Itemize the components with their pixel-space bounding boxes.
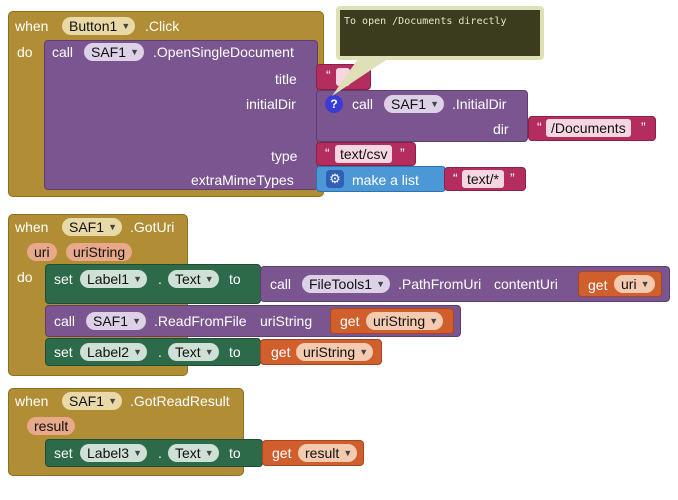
help-icon[interactable]: ? <box>325 95 343 113</box>
dropdown-arrow-icon: ▼ <box>376 279 386 289</box>
set-keyword: set <box>54 271 73 287</box>
mime-text-field[interactable]: text/* <box>462 170 504 188</box>
do-label: do <box>17 269 33 285</box>
gear-icon[interactable]: ⚙ <box>326 170 344 188</box>
dropdown-arrow-icon: ▼ <box>204 448 214 458</box>
dropdown-arrow-icon: ▼ <box>359 347 369 357</box>
comment-pointer <box>332 56 392 96</box>
do-label: do <box>17 44 33 60</box>
dropdown-arrow-icon: ▼ <box>108 222 118 232</box>
call-keyword: call <box>54 313 76 329</box>
get-keyword: get <box>272 445 292 461</box>
quote-open: “ <box>326 67 331 83</box>
method-name: .OpenSingleDocument <box>153 44 294 60</box>
component-dropdown[interactable]: SAF1▼ <box>384 95 445 113</box>
arg-label-type: type <box>271 148 298 164</box>
variable-dropdown[interactable]: uri▼ <box>614 275 655 293</box>
to-keyword: to <box>229 344 241 360</box>
method-name: .ReadFromFile <box>154 313 247 329</box>
component-dropdown[interactable]: SAF1▼ <box>86 312 147 330</box>
variable-dropdown[interactable]: result▼ <box>298 444 358 462</box>
quote-close: ” <box>400 145 405 161</box>
dot: . <box>158 445 162 461</box>
event-component-dropdown[interactable]: Button1▼ <box>62 17 136 35</box>
dropdown-arrow-icon: ▼ <box>429 316 439 326</box>
dropdown-arrow-icon: ▼ <box>133 347 143 357</box>
method-name: .PathFromUri <box>398 276 482 292</box>
quote-open: “ <box>537 119 542 135</box>
dropdown-arrow-icon: ▼ <box>108 396 118 406</box>
when-label: when <box>15 393 49 409</box>
event-name: .Click <box>145 18 180 34</box>
param-uri[interactable]: uri <box>27 243 57 261</box>
property-dropdown[interactable]: Text▼ <box>168 270 219 288</box>
get-keyword: get <box>271 344 291 360</box>
arg-label-initialdir: initialDir <box>246 96 296 112</box>
component-dropdown[interactable]: FileTools1▼ <box>302 275 391 293</box>
dropdown-arrow-icon: ▼ <box>343 448 353 458</box>
event-component-dropdown[interactable]: SAF1▼ <box>62 218 123 236</box>
call-keyword: call <box>270 276 292 292</box>
arg-label-contenturi: contentUri <box>494 276 558 292</box>
dropdown-arrow-icon: ▼ <box>130 47 140 57</box>
component-dropdown[interactable]: SAF1▼ <box>84 43 145 61</box>
call-keyword: call <box>352 96 374 112</box>
quote-open: “ <box>325 145 330 161</box>
variable-dropdown[interactable]: uriString▼ <box>296 343 374 361</box>
arg-label-title: title <box>275 71 297 87</box>
event-name: .GotReadResult <box>130 393 230 409</box>
get-keyword: get <box>588 277 608 293</box>
component-dropdown[interactable]: Label1▼ <box>80 270 148 288</box>
arg-label-extramimetypes: extraMimeTypes <box>191 172 294 188</box>
to-keyword: to <box>229 445 241 461</box>
arg-label-dir: dir <box>493 121 509 137</box>
event-name: .GotUri <box>130 219 175 235</box>
comment-text: To open /Documents directly <box>344 16 507 27</box>
dropdown-arrow-icon: ▼ <box>204 347 214 357</box>
quote-open: “ <box>453 170 458 186</box>
get-keyword: get <box>340 313 360 329</box>
dropdown-arrow-icon: ▼ <box>430 99 440 109</box>
arg-label-uristring: uriString <box>260 313 313 329</box>
event-component-dropdown[interactable]: SAF1▼ <box>62 392 123 410</box>
param-uristring[interactable]: uriString <box>66 243 133 261</box>
set-label2-text-block[interactable] <box>45 338 261 366</box>
set-keyword: set <box>54 344 73 360</box>
property-dropdown[interactable]: Text▼ <box>168 444 219 462</box>
call-keyword: call <box>52 44 74 60</box>
when-label: when <box>15 219 49 235</box>
property-dropdown[interactable]: Text▼ <box>168 343 219 361</box>
dropdown-arrow-icon: ▼ <box>133 448 143 458</box>
dropdown-arrow-icon: ▼ <box>132 316 142 326</box>
dropdown-arrow-icon: ▼ <box>133 274 143 284</box>
component-dropdown[interactable]: Label2▼ <box>80 343 148 361</box>
variable-dropdown[interactable]: uriString▼ <box>366 312 444 330</box>
when-label: when <box>15 18 49 34</box>
set-keyword: set <box>54 445 73 461</box>
call-open-single-document-block[interactable] <box>44 40 318 190</box>
dot: . <box>158 271 162 287</box>
method-name: .InitialDir <box>452 96 507 112</box>
dropdown-arrow-icon: ▼ <box>640 279 650 289</box>
dir-text-field[interactable]: /Documents <box>546 119 631 137</box>
quote-close: ” <box>641 119 646 135</box>
to-keyword: to <box>229 271 241 287</box>
quote-close: ” <box>510 170 515 186</box>
make-a-list-label: make a list <box>352 172 419 188</box>
dropdown-arrow-icon: ▼ <box>121 21 131 31</box>
type-text-field[interactable]: text/csv <box>335 145 393 163</box>
param-result[interactable]: result <box>27 417 76 435</box>
dropdown-arrow-icon: ▼ <box>204 274 214 284</box>
comment-bubble[interactable]: To open /Documents directly <box>336 6 544 60</box>
component-dropdown[interactable]: Label3▼ <box>80 444 148 462</box>
dot: . <box>158 344 162 360</box>
